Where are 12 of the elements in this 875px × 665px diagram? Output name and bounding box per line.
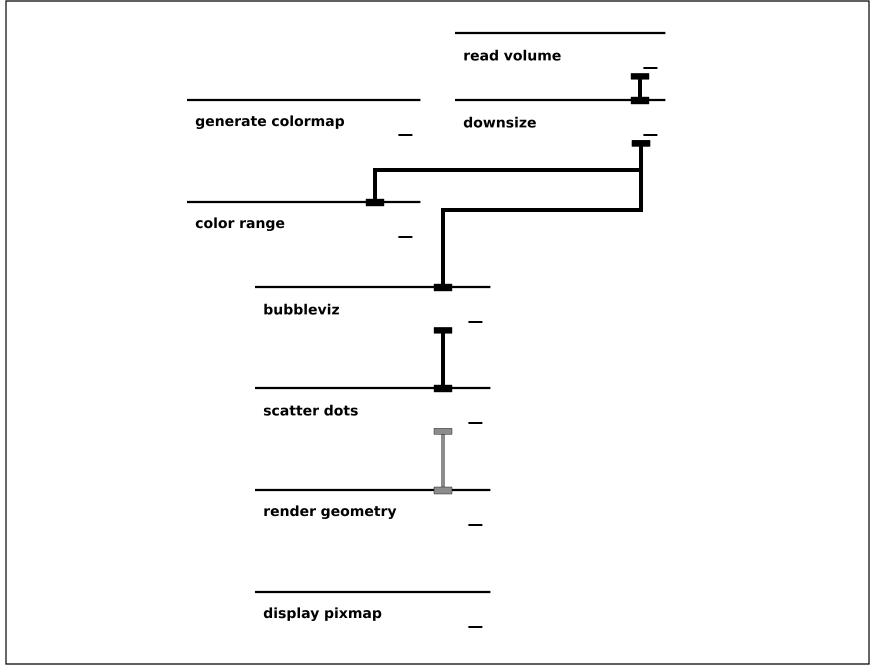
module-box: read volume	[455, 32, 666, 69]
module-box: scatter dots	[255, 386, 490, 424]
module-box: generate colormap	[187, 98, 420, 136]
module-box: bubbleviz	[255, 286, 490, 323]
connector	[434, 140, 650, 292]
connector	[434, 327, 452, 392]
module-box: render geometry	[255, 488, 490, 526]
module-box: color range	[187, 200, 420, 238]
connector	[630, 73, 650, 104]
connector	[434, 428, 452, 494]
module-box: downsize	[455, 98, 666, 136]
module-box: display pixmap	[255, 590, 490, 628]
